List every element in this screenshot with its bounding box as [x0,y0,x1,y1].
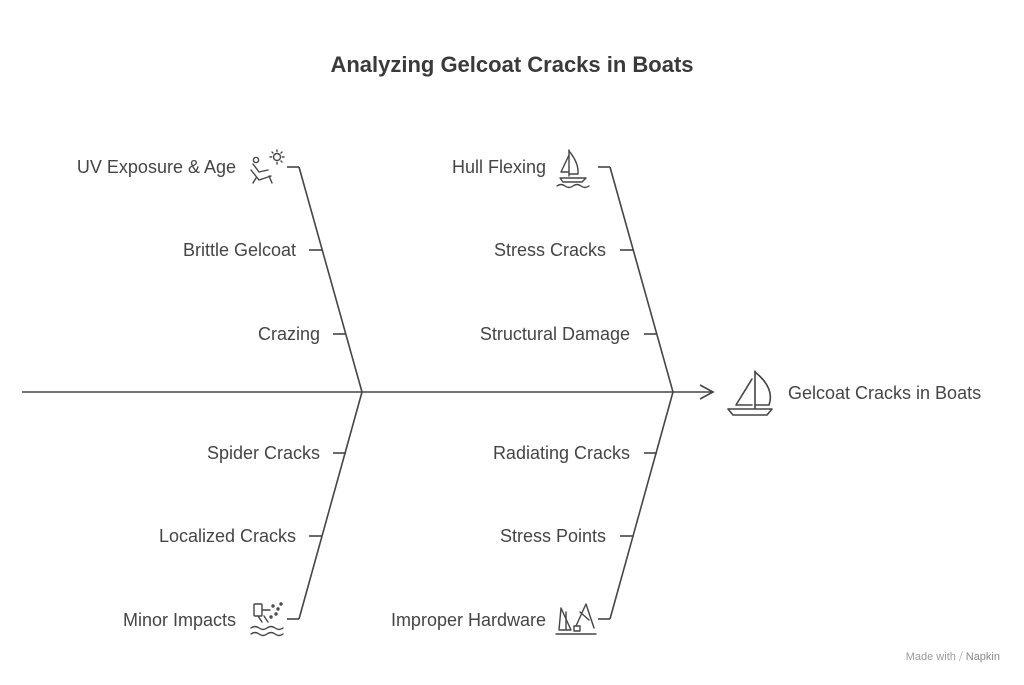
napkin-logo-icon: ⧸ [958,651,963,663]
bone-lower-left [298,391,363,620]
subcause-label-stress-cracks: Stress Cracks [493,240,606,260]
made-with-napkin-credit[interactable]: Made with ⧸ Napkin [906,651,1000,664]
boat-on-waves-icon [556,149,590,189]
diagram-title: Analyzing Gelcoat Cracks in Boats [330,52,694,77]
impact-splash-icon [250,602,284,637]
effect-label: Gelcoat Cracks in Boats [788,383,982,403]
sunbathing-person-icon [250,149,285,184]
subcause-label-spider-cracks: Spider Cracks [206,443,320,463]
subcause-label-crazing: Crazing [257,324,320,344]
subcause-label-radiating-cracks: Radiating Cracks [492,443,630,463]
footer-prefix: Made with [905,651,956,663]
cause-label-hull-flexing: Hull Flexing [451,157,546,177]
hardware-fitting-icon [555,603,597,635]
subcause-label-structural-damage: Structural Damage [479,324,630,344]
bone-upper-left [298,166,363,393]
bone-lower-right [609,391,674,620]
cause-label-uv-exposure: UV Exposure & Age [76,157,236,177]
bone-upper-right [609,166,674,393]
subcause-label-stress-points: Stress Points [499,526,606,546]
spine-arrowhead [699,384,715,400]
sailboat-icon [727,370,773,416]
subcause-label-brittle-gelcoat: Brittle Gelcoat [182,240,296,260]
subcause-label-localized-cracks: Localized Cracks [158,526,296,546]
cause-label-minor-impacts: Minor Impacts [122,610,236,630]
cause-label-improper-hardware: Improper Hardware [390,610,546,630]
footer-brand: Napkin [965,651,1000,663]
